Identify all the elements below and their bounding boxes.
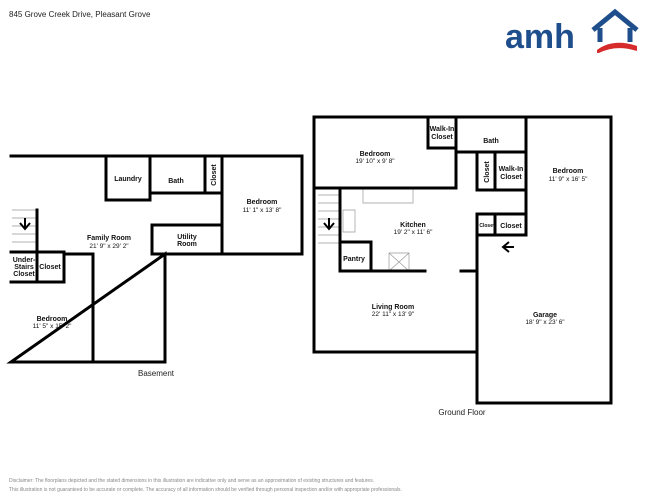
ground-floor-plan: Bedroom 19' 10" x 9' 8" Walk-In Closet B… bbox=[312, 115, 613, 417]
room-walkin: Walk-In bbox=[499, 166, 524, 173]
room-bath: Bath bbox=[168, 178, 184, 185]
disclaimer-line-1: Disclaimer: The floorplans depicted and … bbox=[9, 478, 375, 484]
room-closet: Closet bbox=[479, 223, 495, 229]
room-pantry: Pantry bbox=[343, 256, 365, 263]
room-walkin-2: Closet bbox=[500, 174, 522, 181]
floor-label: Basement bbox=[138, 369, 175, 378]
basement-plan: Laundry Bath Closet Bedroom 11' 1" x 13'… bbox=[6, 154, 304, 378]
room-walkin: Walk-In bbox=[430, 126, 455, 133]
room-dims: 19' 10" x 9' 8" bbox=[355, 158, 395, 165]
floor-label: Ground Floor bbox=[438, 408, 485, 417]
room-bedroom: Bedroom bbox=[37, 316, 68, 323]
room-kitchen: Kitchen bbox=[400, 222, 426, 229]
room-utility-2: Room bbox=[177, 241, 197, 248]
room-closet: Closet bbox=[500, 223, 522, 230]
stairs-down-arrow-icon bbox=[323, 218, 335, 231]
room-closet: Closet bbox=[39, 264, 61, 271]
room-closet: Closet bbox=[211, 164, 218, 186]
amh-logo: amh bbox=[505, 8, 639, 53]
stairs-arrow-icon bbox=[501, 241, 514, 253]
stairs-down-arrow-icon bbox=[19, 218, 31, 231]
room-understairs-3: Closet bbox=[13, 271, 35, 278]
room-dims: 19' 2" x 11' 6" bbox=[394, 229, 433, 236]
svg-text:amh: amh bbox=[505, 18, 575, 53]
room-living: Living Room bbox=[372, 304, 414, 311]
room-dims: 11' 5" x 15' 2" bbox=[33, 323, 72, 330]
disclaimer-line-2: This illustration is not guaranteed to b… bbox=[9, 487, 402, 493]
disclaimer: Disclaimer: The floorplans depicted and … bbox=[9, 477, 402, 495]
room-family: Family Room bbox=[87, 235, 131, 242]
room-dims: 22' 11" x 13' 9" bbox=[372, 311, 415, 318]
room-closet: Closet bbox=[484, 161, 491, 183]
room-dims: 11' 9" x 16' 5" bbox=[549, 176, 588, 183]
room-bedroom: Bedroom bbox=[247, 199, 278, 206]
room-bath: Bath bbox=[483, 138, 499, 145]
room-utility: Utility bbox=[177, 234, 197, 241]
room-dims: 11' 1" x 13' 8" bbox=[243, 207, 282, 214]
room-bedroom: Bedroom bbox=[553, 168, 584, 175]
room-dims: 18' 9" x 23' 6" bbox=[525, 319, 565, 326]
room-walkin-2: Closet bbox=[431, 134, 453, 141]
room-dims: 21' 9" x 29' 2" bbox=[89, 243, 129, 250]
room-laundry: Laundry bbox=[114, 176, 142, 183]
room-understairs-2: Stairs bbox=[14, 264, 34, 271]
room-bedroom: Bedroom bbox=[360, 151, 391, 158]
room-garage: Garage bbox=[533, 312, 557, 319]
property-address: 845 Grove Creek Drive, Pleasant Grove bbox=[9, 10, 151, 19]
room-understairs: Under- bbox=[13, 257, 36, 264]
